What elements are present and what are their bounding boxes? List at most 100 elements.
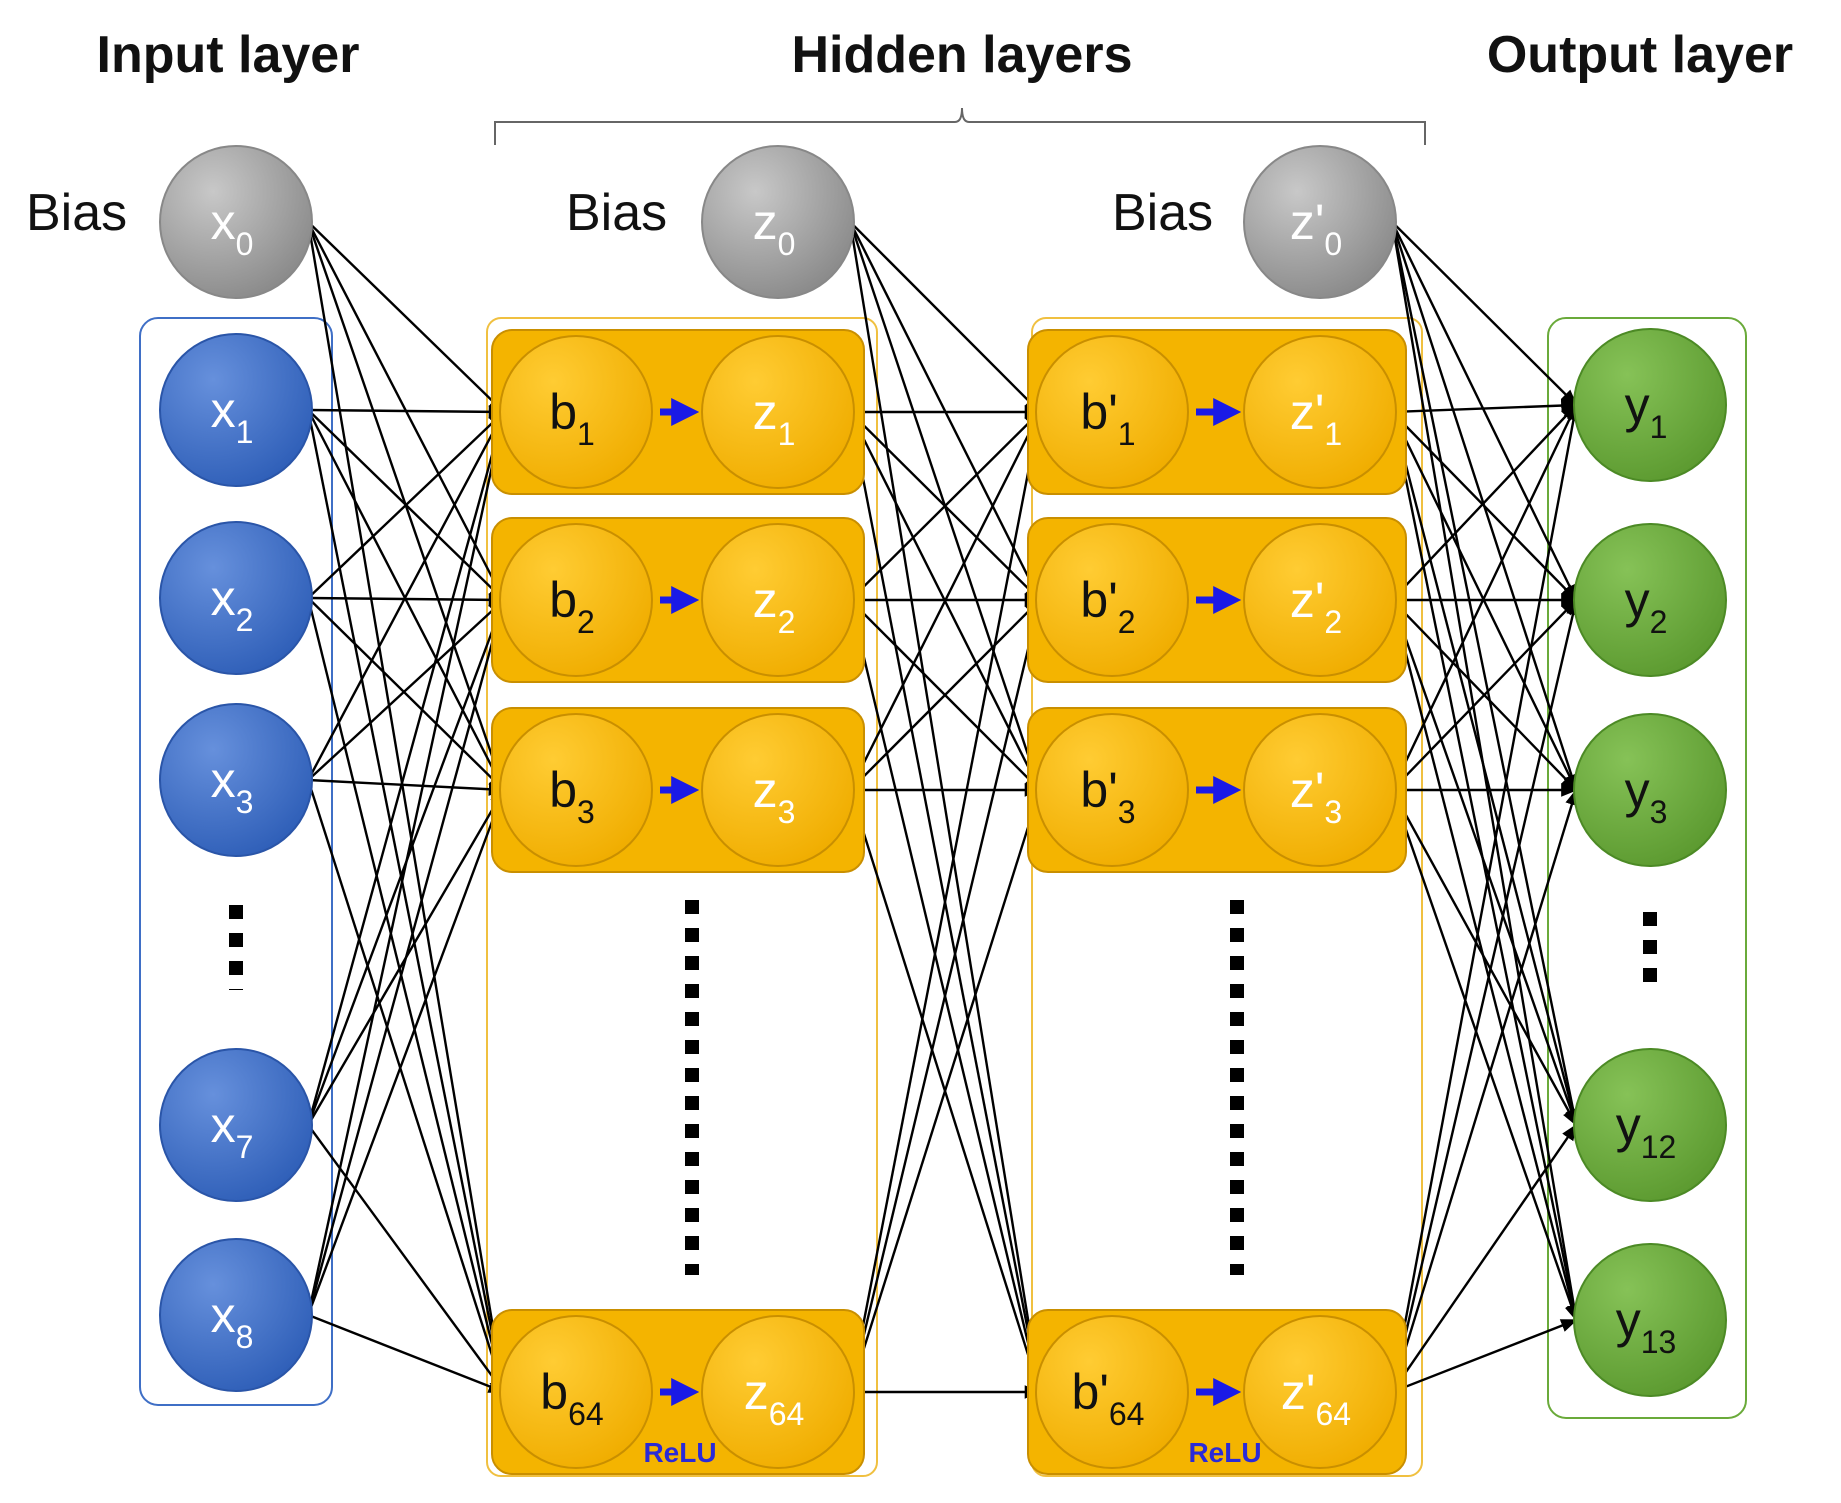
hidden2-pre-node-1-label: b'2 [1080,572,1135,640]
hidden1-post-node-2: z3 [701,713,855,867]
hidden2-post-node-2-circle [1243,713,1397,867]
hidden2-pre-node-2-label: b'3 [1080,762,1135,830]
input-layer-title: Input layer [97,26,360,84]
input-node-3-circle [159,1048,313,1202]
edge-h2o3-out3 [1391,789,1578,1127]
edge-h1o3-h2u1 [849,598,1041,791]
output-layer-outline [1547,317,1747,1419]
input-node-1-label: x2 [211,570,254,638]
hidden2-post-node-3-circle [1243,1315,1397,1469]
edge-h2o4-out1 [1391,598,1580,1393]
input-node-0-label: x1 [211,382,254,450]
hidden2-pre-node-0: b'1 [1035,335,1189,489]
hidden1-pre-node-1: b2 [499,523,653,677]
hidden1-pre-node-0-circle [499,335,653,489]
edge-h2o1-out3 [1391,411,1580,1127]
edge-in5-h1u0 [307,410,508,1316]
input-node-4-label: x8 [211,1287,254,1355]
edge-in2-h1u1 [308,593,506,607]
hidden1-bias-node-label: z0 [753,194,796,262]
output-node-4-circle [1573,1243,1727,1397]
edge-h1o4-h2u2 [849,788,1042,1393]
hidden1-post-node-1-circle [701,523,855,677]
input-node-2-label: x3 [211,752,254,820]
hidden1-post-node-1-label: z2 [753,572,796,640]
hidden2-pre-node-3-circle [1035,1315,1189,1469]
hidden1-pre-node-0-label: b1 [549,384,595,452]
output-node-2-circle [1573,713,1727,867]
hidden2-post-node-3-label: z'64 [1281,1364,1351,1432]
hidden1-post-node-0-circle [701,335,855,489]
hidden2-post-node-0-label: z'1 [1290,384,1342,452]
hidden1-pre-node-3-label: b64 [540,1364,603,1432]
edge-h2o2-out4 [1391,599,1580,1322]
hidden2-bias-node: z'0 [1243,145,1397,299]
edge-in5-h1u3 [307,1313,506,1394]
output-node-0-label: y1 [1625,377,1668,445]
input-layer-outline [139,317,333,1406]
edge-h2o0-out1 [1391,221,1578,602]
input-bias-node-circle [159,145,313,299]
edge-in4-h1u0 [307,410,507,1126]
output-node-3-circle [1573,1048,1727,1202]
hidden1-bias-label: Bias [566,184,667,242]
edge-h2o0-out0 [1391,221,1578,407]
edge-h2o2-out0 [1391,403,1578,601]
network-nodes: x0 z0 z'0 x1 x2 x3 x7 x8 b1 z1 b2 z2 b3 z3 b64 z64 b'1 z'… [159,145,1727,1469]
hidden2-activation-label: ReLU [1188,1437,1261,1468]
hidden1-pre-node-2-circle [499,713,653,867]
hidden2-post-node-2: z'3 [1243,713,1397,867]
hidden2-post-node-2-label: z'3 [1290,762,1342,830]
input-node-4: x8 [159,1238,313,1392]
hidden1-pre-node-2: b3 [499,713,653,867]
edge-in3-h1u0 [307,410,505,781]
edge-h2o0-out3 [1391,221,1580,1127]
input-bias-node: x0 [159,145,313,299]
hidden1-bias-node: z0 [701,145,855,299]
connection-edges [307,221,1581,1399]
edge-in1-h1u0 [308,405,506,419]
edge-h2o3-out4 [1391,789,1578,1322]
edge-in2-h1u2 [307,597,505,792]
hidden2-bias-node-label: z'0 [1290,194,1342,262]
hidden2-post-node-1-circle [1243,523,1397,677]
hidden2-post-node-0: z'1 [1243,335,1397,489]
hidden2-post-node-1-label: z'2 [1290,572,1342,640]
edge-in4-h1u3 [307,1124,505,1394]
hidden1-post-node-2-label: z3 [753,762,796,830]
hidden1-post-node-2-circle [701,713,855,867]
hidden2-pre-node-2: b'3 [1035,713,1189,867]
hidden2-pre-node-1: b'2 [1035,523,1189,677]
edge-h2o2-out3 [1391,599,1578,1127]
hidden1-pre-node-3-circle [499,1315,653,1469]
hidden-layers-title: Hidden layers [791,26,1132,84]
edge-h1o4-h2u1 [849,598,1043,1393]
hidden1-post-node-3: z64 [701,1315,855,1469]
edge-in3-h1u3 [307,779,506,1394]
output-node-0-circle [1573,328,1727,482]
output-node-4-label: y13 [1616,1292,1677,1360]
hidden1-bias-node-circle [701,145,855,299]
hidden-layers-bracket [494,107,1426,145]
input-node-3: x7 [159,1048,313,1202]
edge-h2o4-out4 [1391,1318,1578,1394]
input-node-2-circle [159,703,313,857]
hidden2-post-node-1: z'2 [1243,523,1397,677]
output-node-3-label: y12 [1616,1097,1677,1165]
hidden2-post-node-0-circle [1243,335,1397,489]
input-node-3-label: x7 [211,1097,254,1165]
output-node-2-label: y3 [1625,762,1668,830]
hidden2-bias-node-circle [1243,145,1397,299]
edge-in3-h1u1 [307,598,506,781]
hidden2-post-node-3: z'64 [1243,1315,1397,1469]
edge-h1o0-h2u0 [849,221,1041,414]
input-bias-node-label: x0 [211,194,254,262]
hidden1-post-node-3-label: z64 [744,1364,805,1432]
edge-h1o2-h2u0 [849,410,1041,601]
hidden2-bias-label: Bias [1112,184,1213,242]
hidden-layer-2-outline [1031,317,1423,1477]
hidden1-post-node-0: z1 [701,335,855,489]
input-node-1: x2 [159,521,313,675]
output-node-3: y12 [1573,1048,1727,1202]
